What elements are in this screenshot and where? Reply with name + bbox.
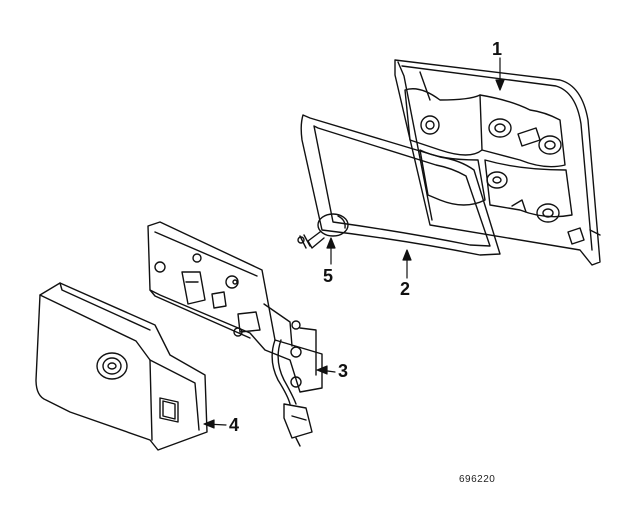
callout-2: 2 [400,279,411,299]
part-5-bulb [297,213,349,249]
reference-code: 696220 [459,474,496,485]
leader-arrow-1 [495,57,505,91]
leader-arrow-3 [316,365,336,375]
leader-arrow-2 [402,249,412,279]
part-1-lamp-housing [394,59,601,266]
part-4-lens [35,282,208,451]
leader-arrow-5 [326,237,336,265]
leader-arrow-4 [203,419,227,429]
part-2-gasket [300,114,501,256]
callout-5: 5 [323,266,334,286]
callout-1: 1 [492,39,503,59]
leader-arrows [203,57,505,429]
callout-4: 4 [229,415,240,435]
callout-3: 3 [338,361,349,381]
part-3-socket-plate [147,221,323,447]
